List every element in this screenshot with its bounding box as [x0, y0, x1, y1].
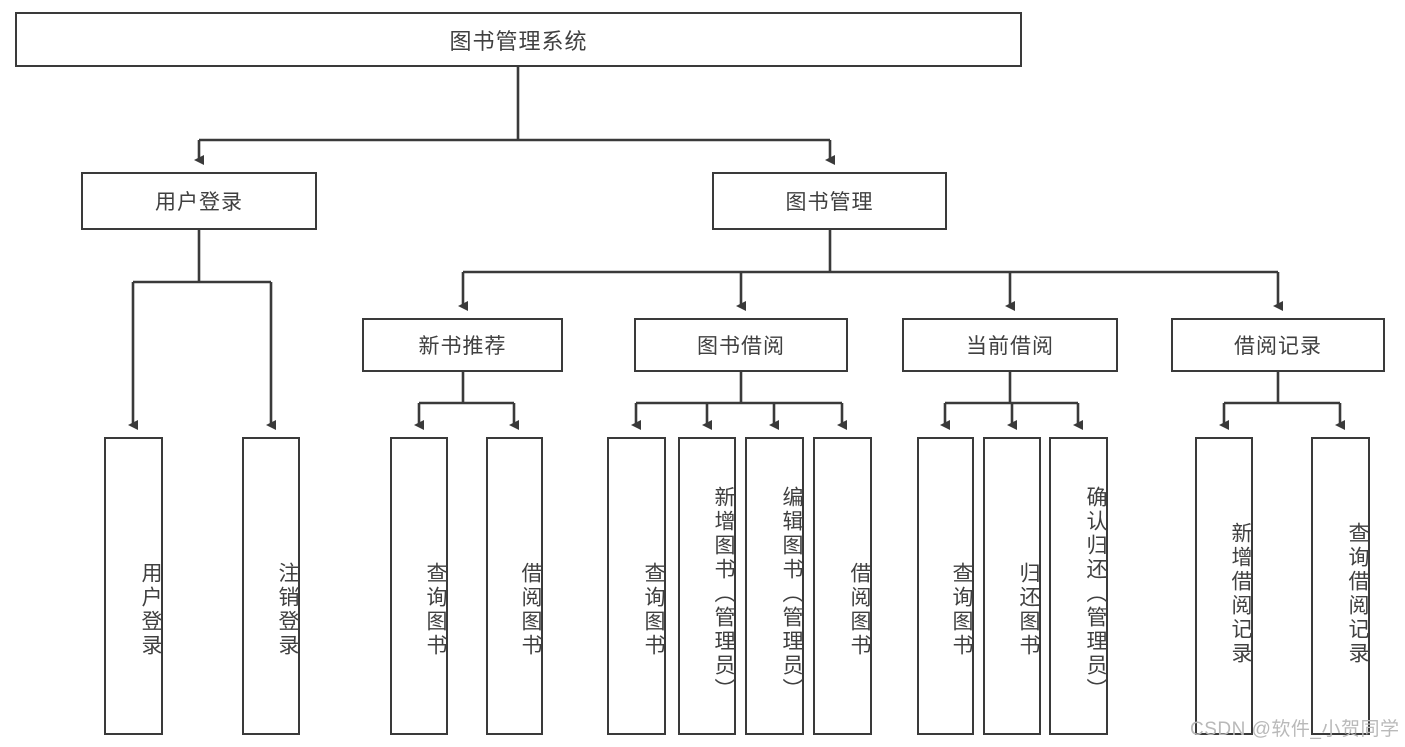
node-book-borrow-label: 图书借阅: [697, 335, 785, 358]
node-leaf-logout-label: 注销登录: [276, 562, 299, 658]
node-user-login-label: 用户登录: [155, 191, 243, 214]
node-leaf-confirm-return-label: 确认归还（管理员）: [1084, 486, 1107, 702]
node-leaf-query-record-label: 查询借阅记录: [1346, 522, 1369, 666]
node-leaf-edit-book[interactable]: 编辑图书（管理员）: [745, 437, 804, 735]
node-leaf-add-book-label: 新增图书（管理员）: [712, 486, 735, 702]
node-borrow-record-label: 借阅记录: [1234, 335, 1322, 358]
node-leaf-user-login-label: 用户登录: [139, 562, 162, 658]
node-leaf-user-login[interactable]: 用户登录: [104, 437, 163, 735]
node-leaf-confirm-return[interactable]: 确认归还（管理员）: [1049, 437, 1108, 735]
node-leaf-query-record[interactable]: 查询借阅记录: [1311, 437, 1370, 735]
node-root[interactable]: 图书管理系统: [15, 12, 1022, 67]
node-leaf-return-book-label: 归还图书: [1017, 562, 1040, 658]
node-leaf-logout[interactable]: 注销登录: [242, 437, 300, 735]
node-new-book-rec[interactable]: 新书推荐: [362, 318, 563, 372]
node-leaf-query-book-3[interactable]: 查询图书: [917, 437, 974, 735]
node-leaf-edit-book-label: 编辑图书（管理员）: [780, 486, 803, 702]
node-leaf-query-book-1-label: 查询图书: [424, 562, 447, 658]
node-leaf-add-book[interactable]: 新增图书（管理员）: [678, 437, 736, 735]
node-leaf-query-book-2[interactable]: 查询图书: [607, 437, 666, 735]
node-leaf-borrow-book-2-label: 借阅图书: [848, 562, 871, 658]
node-leaf-query-book-3-label: 查询图书: [950, 562, 973, 658]
node-leaf-borrow-book-1[interactable]: 借阅图书: [486, 437, 543, 735]
node-new-book-rec-label: 新书推荐: [418, 335, 507, 358]
node-current-borrow[interactable]: 当前借阅: [902, 318, 1118, 372]
node-leaf-add-record[interactable]: 新增借阅记录: [1195, 437, 1253, 735]
node-user-login[interactable]: 用户登录: [81, 172, 317, 230]
node-leaf-return-book[interactable]: 归还图书: [983, 437, 1041, 735]
node-leaf-query-book-2-label: 查询图书: [642, 562, 665, 658]
node-leaf-query-book-1[interactable]: 查询图书: [390, 437, 448, 735]
node-current-borrow-label: 当前借阅: [966, 335, 1054, 358]
node-leaf-add-record-label: 新增借阅记录: [1229, 522, 1252, 666]
csdn-watermark: CSDN @软件_小贺同学: [1190, 719, 1400, 740]
node-book-borrow[interactable]: 图书借阅: [634, 318, 848, 372]
node-leaf-borrow-book-1-label: 借阅图书: [519, 562, 542, 658]
node-leaf-borrow-book-2[interactable]: 借阅图书: [813, 437, 872, 735]
node-book-manage-label: 图书管理: [785, 191, 874, 214]
node-borrow-record[interactable]: 借阅记录: [1171, 318, 1385, 372]
node-book-manage[interactable]: 图书管理: [712, 172, 947, 230]
node-root-label: 图书管理系统: [449, 28, 588, 54]
